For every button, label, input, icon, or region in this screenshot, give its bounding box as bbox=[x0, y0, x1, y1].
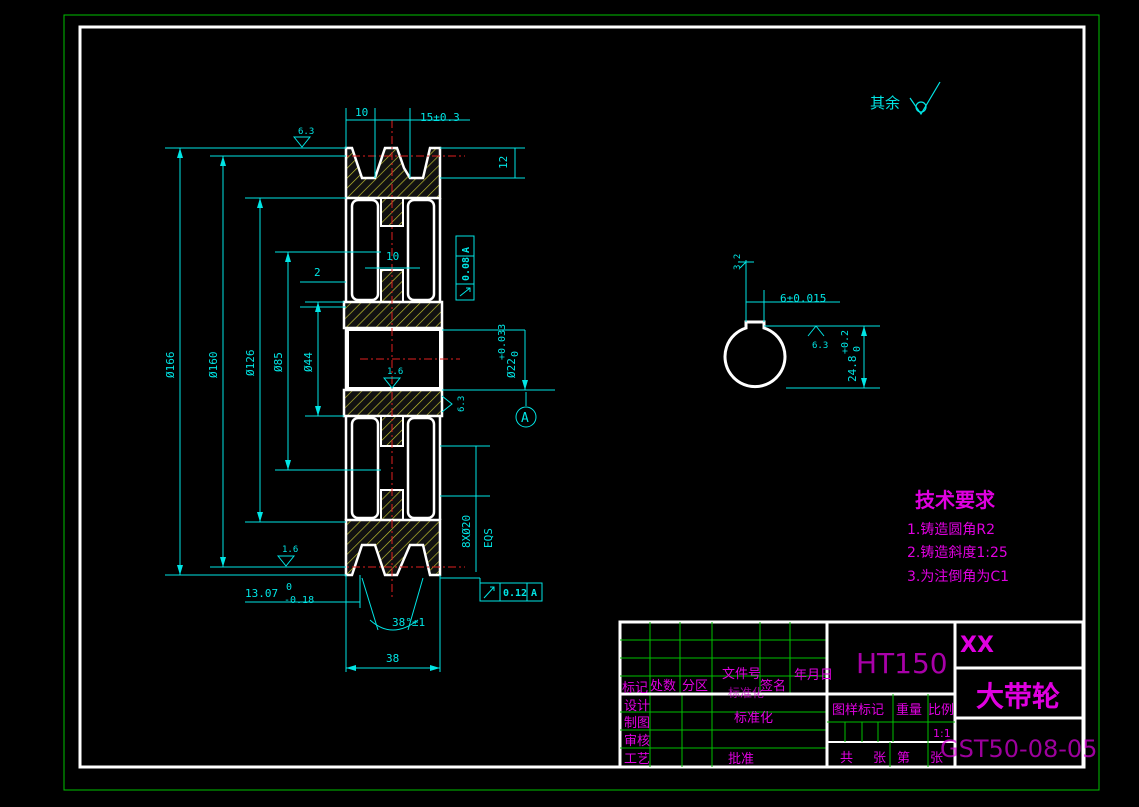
dim-bore-upper: +0.033 bbox=[497, 324, 508, 360]
dim-dia-44: Ø44 bbox=[302, 352, 315, 372]
drawing-label: 共 bbox=[840, 751, 853, 766]
drawing-label: A bbox=[531, 588, 537, 599]
tech-req-item-1: 1.铸造圆角R2 bbox=[907, 522, 995, 538]
roughness-icon bbox=[807, 325, 825, 337]
keyway-roughness-side: 6.3 bbox=[812, 341, 828, 351]
drawing-number: GST50-08-05 bbox=[940, 735, 1097, 763]
dim-groove-depth: 12 bbox=[497, 156, 510, 169]
drawing-label: 工艺 bbox=[624, 752, 650, 767]
bottom-roughness: 1.6 bbox=[282, 545, 298, 555]
drawing-label: 文件号 bbox=[722, 667, 761, 682]
datum-a-label: A bbox=[521, 411, 529, 426]
dim-bore: Ø22 bbox=[505, 358, 518, 378]
drawing-label: 标准化 bbox=[734, 711, 773, 726]
dim-offset-upper: 0 bbox=[286, 582, 292, 593]
drawing-label: 签名 bbox=[760, 678, 786, 694]
keyway-depth-lower: 0 bbox=[852, 346, 863, 352]
dim-roughness-top: 6.3 bbox=[298, 127, 314, 137]
drawing-label: 比例 bbox=[928, 703, 954, 718]
drawing-label: 批准 bbox=[728, 752, 754, 767]
dim-groove-width: 10 bbox=[355, 106, 368, 119]
material: HT150 bbox=[856, 647, 948, 680]
dim-dia-160: Ø160 bbox=[207, 352, 220, 379]
keyway-depth: 24.8 bbox=[846, 356, 859, 383]
dim-groove-pitch: 15±0.3 bbox=[420, 111, 460, 124]
datum-a-circle bbox=[515, 406, 537, 428]
title-block: 标记 处数 分区 文件号 标准化 签名 年月日 设计 制图 审核 工艺 标准化 … bbox=[618, 620, 1097, 769]
roughness-icon bbox=[441, 395, 453, 413]
dim-web-10: 10 bbox=[386, 250, 399, 263]
surface-finish-note: 其余 bbox=[870, 94, 900, 112]
roughness-icon bbox=[739, 261, 747, 269]
runout-arrow-icon bbox=[483, 586, 495, 599]
dimension-lines bbox=[165, 108, 555, 672]
drawing-label: 张 bbox=[930, 751, 943, 766]
company: XX bbox=[960, 633, 994, 658]
keyway-roughness-top: 3.2 bbox=[733, 254, 743, 270]
dim-dia-85: Ø85 bbox=[272, 352, 285, 372]
tech-req-item-3: 3.为注倒角为C1 bbox=[907, 569, 1009, 585]
roughness-symbol-icon bbox=[909, 81, 941, 116]
drawing-label: 第 bbox=[897, 751, 910, 766]
drawing-label: 设计 bbox=[624, 699, 650, 714]
drawing-label: 标记 bbox=[622, 681, 648, 696]
drawing-label: A bbox=[461, 247, 472, 253]
outer-frame bbox=[63, 14, 1100, 791]
tech-req-title: 技术要求 bbox=[915, 488, 996, 512]
runout-top-frame: 0.08 A bbox=[455, 235, 475, 301]
dim-dia-126: Ø126 bbox=[244, 350, 257, 377]
dim-dia-166: Ø166 bbox=[164, 352, 177, 379]
dim-rib-2: 2 bbox=[314, 266, 321, 279]
hub-roughness: 1.6 bbox=[387, 367, 403, 377]
drawing-label: 分区 bbox=[682, 679, 708, 694]
drawing-label: 标准化 bbox=[728, 686, 764, 700]
drawing-border bbox=[78, 25, 1086, 769]
roughness-icon bbox=[382, 377, 402, 389]
roughness-icon bbox=[292, 136, 312, 148]
keyway-view: 3.2 6±0.015 6.3 24.8 +0.2 0 bbox=[723, 254, 880, 389]
dim-width-38: 38 bbox=[386, 652, 399, 665]
drawing-label: 制图 bbox=[624, 716, 650, 731]
holes-spec: 8XØ20 bbox=[460, 515, 473, 548]
dim-offset: 13.07 bbox=[245, 587, 278, 600]
keyway-width: 6±0.015 bbox=[780, 292, 826, 305]
top-rim-hatch bbox=[344, 146, 442, 200]
drawing-label: 张 bbox=[873, 751, 886, 766]
drawing-label: 0.12 bbox=[503, 588, 527, 599]
runout-arrow-icon bbox=[459, 287, 471, 297]
drawing-label: 重量 bbox=[896, 702, 922, 718]
dim-angle: 38°±1 bbox=[392, 616, 425, 629]
part-name: 大带轮 bbox=[976, 680, 1060, 713]
drawing-label: 审核 bbox=[624, 734, 650, 749]
drawing-label: 图样标记 bbox=[832, 703, 884, 718]
pulley-section bbox=[320, 120, 465, 600]
drawing-label: 年月日 bbox=[794, 668, 833, 683]
dim-bore-lower: 0 bbox=[510, 351, 521, 357]
drawing-label: 0.08 bbox=[461, 257, 472, 281]
drawing-label: 处数 bbox=[650, 679, 676, 694]
hub-top-hatch bbox=[342, 300, 444, 330]
runout-bottom-frame: 0.12 A bbox=[479, 582, 543, 602]
drawing-label: 1:1 bbox=[933, 727, 951, 740]
hub-bottom-hatch bbox=[342, 388, 444, 418]
bottom-rim-hatch bbox=[344, 518, 442, 577]
tech-req-item-2: 2.铸造斜度1:25 bbox=[907, 545, 1008, 561]
roughness-icon bbox=[276, 555, 296, 567]
dim-offset-lower: -0.18 bbox=[284, 595, 314, 606]
keyway-depth-upper: +0.2 bbox=[840, 330, 851, 354]
face-roughness: 6.3 bbox=[457, 396, 467, 412]
holes-eqs: EQS bbox=[482, 528, 495, 548]
